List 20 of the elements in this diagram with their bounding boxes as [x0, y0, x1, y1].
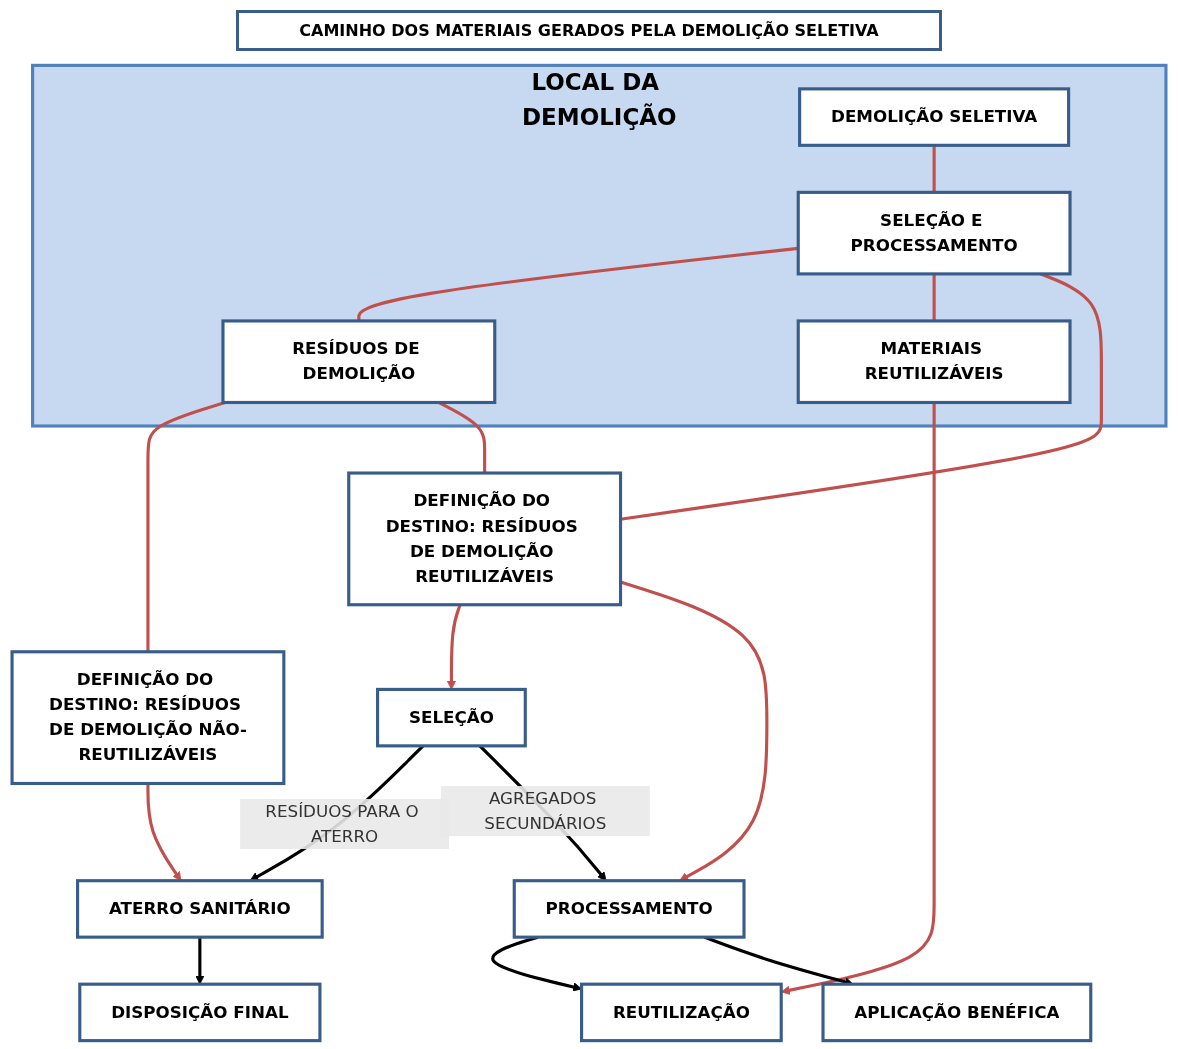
arrow: [195, 937, 205, 985]
node-box: ATERRO SANITÁRIO: [76, 879, 324, 939]
arrow: [446, 604, 462, 690]
node-box: SELEÇÃO: [376, 687, 527, 748]
node-box: RESÍDUOS DE DEMOLIÇÃO: [221, 319, 497, 405]
node-box: DISPOSIÇÃO FINAL: [78, 982, 322, 1043]
node-box: DEFINIÇÃO DO DESTINO: RESÍDUOS DE DEMOLIÇÃO REUTILIZÁVEIS: [347, 471, 623, 607]
connector: [932, 145, 936, 193]
edge-label: RESÍDUOS PARA O ATERRO: [265, 800, 419, 846]
connector: [146, 400, 226, 652]
node-box: PROCESSAMENTO: [512, 879, 746, 939]
node-box: DEMOLIÇÃO SELETIVA: [798, 87, 1071, 147]
title-box: CAMINHO DOS MATERIAIS GERADOS PELA DEMOLIÇÃO SELETIVA: [236, 10, 942, 51]
node-box: SELEÇÃO E PROCESSAMENTO: [796, 190, 1072, 276]
node-box: REUTILIZAÇÃO: [580, 982, 783, 1043]
node-box: DEFINIÇÃO DO DESTINO: RESÍDUOS DE DEMOLIÇÃO NÃO-REUTILIZÁVEIS: [10, 650, 286, 786]
node-box: APLICAÇÃO BENÉFICA: [821, 982, 1093, 1043]
connector: [932, 273, 936, 321]
edge-label: AGREGADOS SECUNDÁRIOS: [484, 788, 607, 834]
node-box: MATERIAIS REUTILIZÁVEIS: [796, 319, 1072, 405]
